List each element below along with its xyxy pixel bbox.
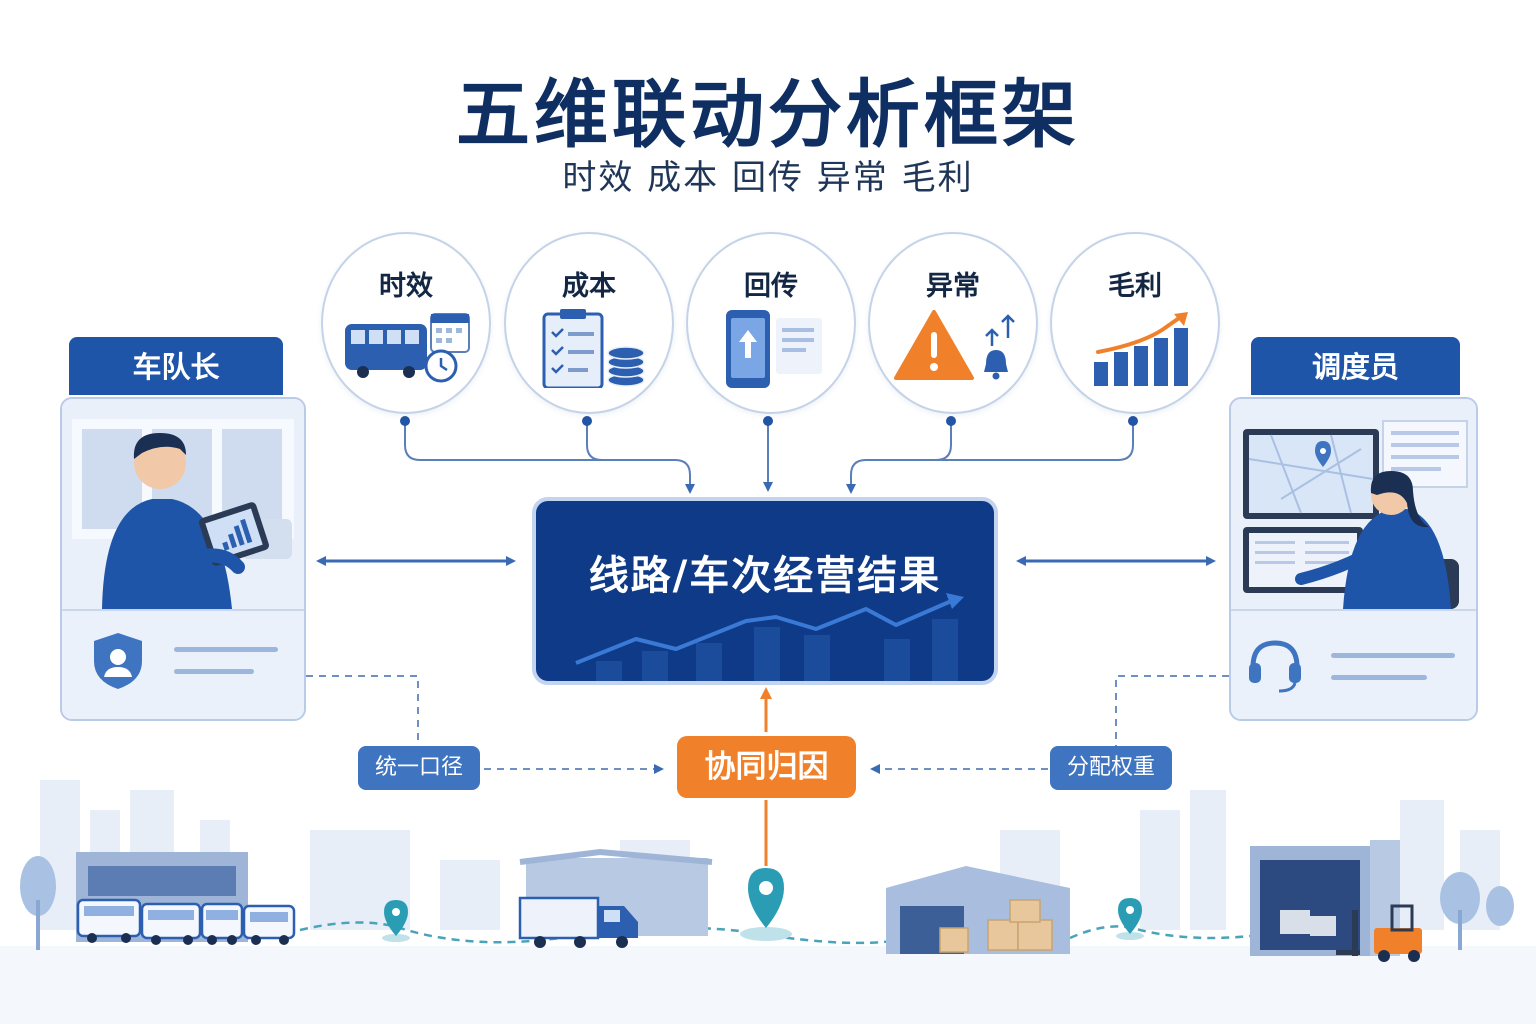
dimension-label: 回传 bbox=[744, 271, 798, 302]
clipboard-coins-icon bbox=[542, 309, 645, 388]
pill-collaborative-attribution: 协同归因 bbox=[677, 736, 856, 798]
dispatcher-illustration bbox=[1231, 399, 1476, 609]
warning-bell-icon bbox=[894, 310, 1015, 380]
truck bbox=[518, 896, 638, 948]
logistics-scene bbox=[0, 780, 1536, 1024]
rising-bar-chart-icon bbox=[1094, 312, 1188, 386]
location-pin-icon bbox=[740, 868, 792, 941]
info-line bbox=[174, 669, 254, 674]
dimension-timeliness: 时效 bbox=[321, 232, 491, 414]
dimension-exception: 异常 bbox=[868, 232, 1038, 414]
location-pin-icon bbox=[382, 900, 410, 942]
page-title: 五维联动分析框架 bbox=[456, 72, 1080, 158]
info-line bbox=[1331, 675, 1427, 680]
dimension-label: 成本 bbox=[562, 271, 616, 302]
info-line bbox=[174, 647, 278, 652]
dimension-feedback: 回传 bbox=[686, 232, 856, 414]
role-card-fleet-leader bbox=[60, 397, 306, 721]
dimension-connector-dots bbox=[400, 416, 1138, 426]
dimension-cost: 成本 bbox=[504, 232, 674, 414]
center-result-box: 线路/车次经营结果 bbox=[532, 497, 998, 685]
role-tab-fleet-leader: 车队长 bbox=[69, 337, 283, 395]
pill-unified-metric: 统一口径 bbox=[358, 746, 480, 790]
headset-icon bbox=[1249, 640, 1301, 693]
forklift bbox=[1336, 904, 1422, 962]
shield-user-icon bbox=[94, 633, 142, 689]
dimension-connectors bbox=[404, 421, 1134, 494]
role-tab-dispatcher: 调度员 bbox=[1251, 337, 1460, 395]
phone-upload-icon bbox=[726, 310, 822, 388]
pill-weight-allocation: 分配权重 bbox=[1050, 746, 1172, 790]
bus-calendar-clock-icon bbox=[345, 313, 470, 383]
role-card-dispatcher bbox=[1229, 397, 1478, 721]
dimension-label: 毛利 bbox=[1108, 271, 1162, 302]
fleet-leader-illustration bbox=[62, 399, 304, 609]
dashed-connectors bbox=[306, 675, 1229, 774]
trend-chart-decoration bbox=[575, 593, 964, 681]
info-line bbox=[1331, 653, 1455, 658]
page-subtitle: 时效 成本 回传 异常 毛利 bbox=[562, 158, 974, 198]
bus-fleet bbox=[76, 898, 296, 945]
center-result-label: 线路/车次经营结果 bbox=[588, 553, 942, 599]
location-pin-icon bbox=[1116, 898, 1144, 940]
dimension-label: 时效 bbox=[379, 271, 433, 302]
dimension-margin: 毛利 bbox=[1050, 232, 1220, 414]
dimension-label: 异常 bbox=[926, 271, 980, 302]
